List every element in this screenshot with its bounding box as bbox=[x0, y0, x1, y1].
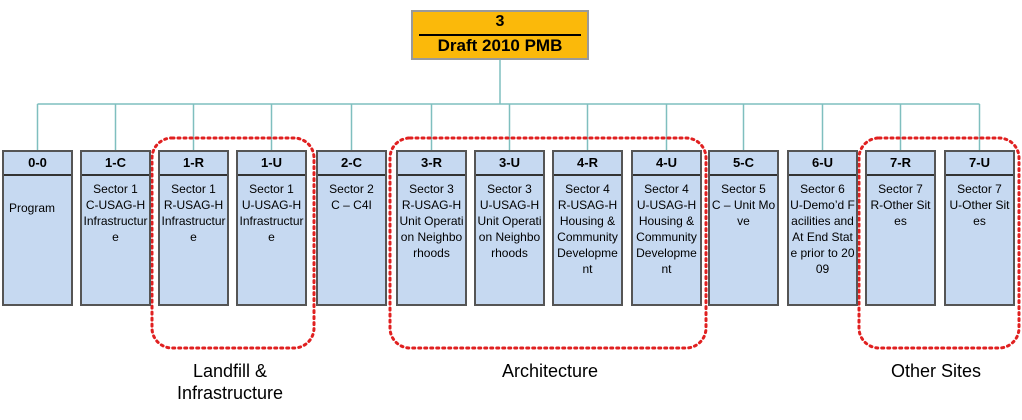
group-outline-architecture bbox=[388, 136, 708, 350]
node-id: 7-R bbox=[890, 155, 911, 170]
node-description: Sector 3 R-USAG-H Unit Operation Neighbo… bbox=[399, 182, 464, 260]
node-id: 1-U bbox=[261, 155, 282, 170]
root-node-title: Draft 2010 PMB bbox=[437, 36, 563, 55]
node-id: 0-0 bbox=[28, 155, 47, 170]
node-divider bbox=[710, 174, 777, 176]
node-description: Sector 1 R-USAG-H Infrastructure bbox=[161, 182, 226, 244]
node-divider bbox=[867, 174, 934, 176]
node-description: Sector 5 C – Unit Move bbox=[711, 182, 776, 228]
node-description: Sector 4 U-USAG-H Housing & Community De… bbox=[636, 182, 697, 276]
group-label-other-sites: Other Sites bbox=[890, 361, 982, 381]
node-id: 2-C bbox=[341, 155, 362, 170]
node-description: Sector 7 R-Other Sites bbox=[870, 182, 931, 228]
group-outline-other-sites bbox=[857, 136, 1021, 350]
wbs-node-5-c: 5-C Sector 5 C – Unit Move bbox=[708, 150, 779, 306]
node-description: Sector 1 U-USAG-H Infrastructure bbox=[239, 182, 304, 244]
node-divider bbox=[946, 174, 1013, 176]
node-divider bbox=[238, 174, 305, 176]
wbs-node-7-r: 7-R Sector 7 R-Other Sites bbox=[865, 150, 936, 306]
node-description: Sector 4 R-USAG-H Housing & Community De… bbox=[557, 182, 618, 276]
node-description: Sector 6 U-Demo’d Facilities and At End … bbox=[790, 182, 855, 276]
node-divider bbox=[554, 174, 621, 176]
wbs-node-3-r: 3-R Sector 3 R-USAG-H Unit Operation Neig… bbox=[396, 150, 467, 306]
wbs-node-2-c: 2-C Sector 2 C – C4I bbox=[316, 150, 387, 306]
node-description: Sector 3 U-USAG-H Unit Operation Neighbo… bbox=[477, 182, 542, 260]
root-node-id: 3 bbox=[495, 13, 505, 30]
node-divider bbox=[82, 174, 149, 176]
node-id: 1-C bbox=[105, 155, 126, 170]
node-id: 1-R bbox=[183, 155, 204, 170]
node-description: Program bbox=[9, 201, 56, 215]
node-divider bbox=[633, 174, 700, 176]
node-divider bbox=[476, 174, 543, 176]
node-description: Sector 2 C – C4I bbox=[329, 182, 374, 212]
root-node: 3 Draft 2010 PMB bbox=[411, 10, 589, 60]
group-label-architecture: Architecture bbox=[501, 361, 599, 381]
node-description: Sector 7 U-Other Sites bbox=[949, 182, 1010, 228]
node-id: 7-U bbox=[969, 155, 990, 170]
node-id: 6-U bbox=[812, 155, 833, 170]
wbs-node-7-u: 7-U Sector 7 U-Other Sites bbox=[944, 150, 1015, 306]
node-id: 4-U bbox=[656, 155, 677, 170]
group-label-landfill: Landfill & Infrastructure bbox=[176, 361, 284, 403]
node-id: 4-R bbox=[577, 155, 598, 170]
root-node-divider bbox=[419, 34, 581, 36]
node-id: 3-U bbox=[499, 155, 520, 170]
wbs-node-3-u: 3-U Sector 3 U-USAG-H Unit Operation Neig… bbox=[474, 150, 545, 306]
wbs-node-6-u: 6-U Sector 6 U-Demo’d Facilities and At E… bbox=[787, 150, 858, 306]
wbs-node-4-r: 4-R Sector 4 R-USAG-H Housing & Community… bbox=[552, 150, 623, 306]
node-divider bbox=[398, 174, 465, 176]
wbs-node-1-u: 1-U Sector 1 U-USAG-H Infrastructure bbox=[236, 150, 307, 306]
node-id: 3-R bbox=[421, 155, 442, 170]
node-divider bbox=[789, 174, 856, 176]
node-id: 5-C bbox=[733, 155, 754, 170]
node-divider bbox=[4, 174, 71, 176]
node-description: Sector 1 C-USAG-H Infrastructure bbox=[83, 182, 148, 244]
group-outline-landfill bbox=[150, 136, 316, 350]
wbs-node-1-c: 1-C Sector 1 C-USAG-H Infrastructure bbox=[80, 150, 151, 306]
node-divider bbox=[318, 174, 385, 176]
wbs-node-1-r: 1-R Sector 1 R-USAG-H Infrastructure bbox=[158, 150, 229, 306]
node-divider bbox=[160, 174, 227, 176]
wbs-node-4-u: 4-U Sector 4 U-USAG-H Housing & Community… bbox=[631, 150, 702, 306]
